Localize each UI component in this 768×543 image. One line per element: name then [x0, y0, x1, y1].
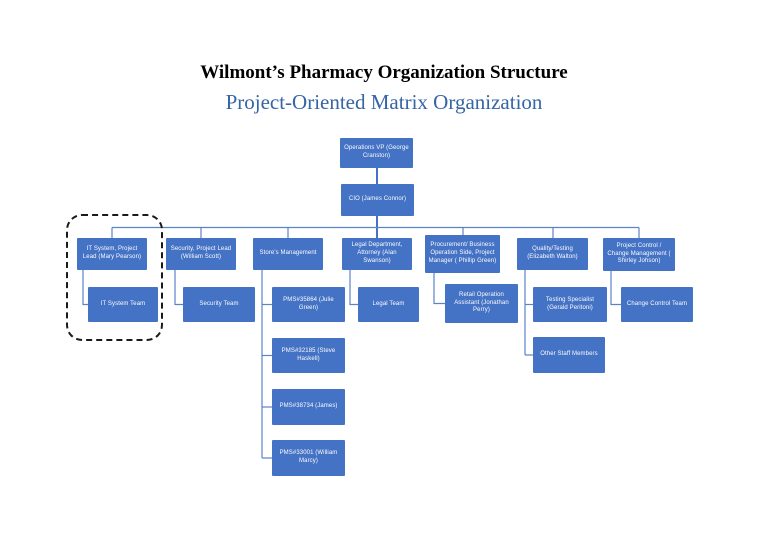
connector-retail-assistant — [433, 273, 445, 305]
connector-security-team — [174, 270, 183, 306]
page-subtitle: Project-Oriented Matrix Organization — [225, 90, 543, 114]
org-node-pms-33001: PMS#33001 (William Marcy) — [272, 440, 345, 476]
org-node-project-control-lead: Project Control / Change Management ( Sh… — [603, 238, 675, 271]
org-node-retail-assistant: Retail Operation Assistant (Jonathan Per… — [445, 284, 518, 323]
org-node-testing-specialist: Testing Specialist (Gerald Peritoni) — [533, 287, 607, 322]
org-node-it-lead: IT System, Project Lead (Mary Pearson) — [77, 238, 147, 270]
org-node-it-team: IT System Team — [88, 287, 158, 322]
org-node-legal-team: Legal Team — [358, 287, 419, 322]
org-node-quality-lead: Quality/Testing (Elizabeth Walton) — [517, 238, 588, 270]
connector-legal-team — [349, 270, 358, 306]
org-node-pms-32185: PMS#32185 (Steve Haskell) — [272, 338, 345, 373]
org-node-other-staff: Other Staff Members — [533, 337, 605, 373]
org-node-pms-35864: PMS#35864 (Julie Green) — [272, 287, 345, 322]
org-node-security-team: Security Team — [183, 287, 255, 322]
page-title: Wilmont’s Pharmacy Organization Structur… — [200, 62, 568, 83]
org-node-legal-lead: Legal Department, Attorney (Alan Swanson… — [342, 238, 412, 270]
org-node-procurement-lead: Procurement/ Business Operation Side, Pr… — [425, 235, 500, 273]
org-node-change-control-team: Change Control Team — [621, 287, 693, 322]
it-project-highlight-dashed-rect — [66, 214, 163, 341]
org-node-cio: CIO (James Connor) — [341, 184, 414, 216]
org-node-operations-vp: Operations VP (George Cranston) — [340, 138, 413, 168]
connector-change-control — [610, 271, 621, 306]
org-node-security-lead: Security, Project Lead (William Scott) — [166, 238, 236, 270]
org-node-pms-38734: PMS#38734 (James) — [272, 389, 345, 425]
org-node-stores-mgmt: Store’s Management — [253, 238, 323, 270]
